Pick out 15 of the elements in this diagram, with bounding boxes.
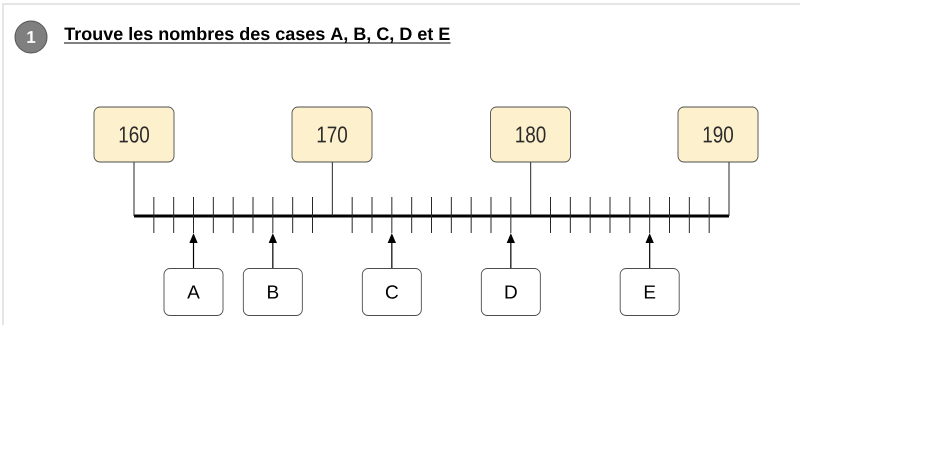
letter-box: D — [480, 268, 541, 316]
title: Trouve les nombres des cases A, B, C, D et E — [64, 26, 451, 44]
connector-line — [530, 162, 532, 198]
connector-line — [332, 162, 333, 198]
number-box: 190 — [678, 106, 758, 162]
letter-box: C — [362, 268, 422, 316]
letter-box: E — [620, 268, 680, 316]
number-badge: 1 — [14, 20, 48, 54]
number-line — [134, 196, 730, 234]
number-box: 170 — [292, 106, 372, 162]
number-box: 160 — [94, 106, 174, 162]
connector-line — [728, 162, 730, 198]
letter-box: B — [242, 268, 303, 316]
letter-box: A — [164, 268, 224, 316]
number-box: 180 — [490, 106, 571, 162]
